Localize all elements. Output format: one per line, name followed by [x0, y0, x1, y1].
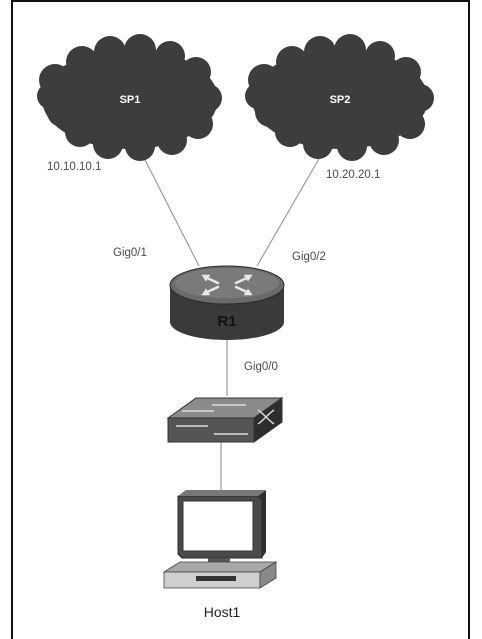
switch-arrows-icon [176, 404, 275, 435]
interface-gig0-2-label: Gig0/2 [292, 251, 326, 263]
sp2-label: SP2 [330, 94, 351, 106]
host-label: Host1 [204, 604, 241, 620]
router-arrows-icon [201, 274, 253, 296]
link-r1-sp1 [139, 149, 200, 267]
cloud-sp2: SP2 [245, 34, 434, 161]
router-r1: R1 [169, 265, 285, 340]
switch-device [166, 397, 284, 443]
cloud-sp1: SP1 [37, 34, 222, 161]
sp2-ip-label: 10.20.20.1 [326, 169, 380, 181]
sp1-label: SP1 [120, 94, 141, 106]
host-pc-icon [162, 490, 278, 589]
interface-gig0-0-label: Gig0/0 [244, 361, 278, 373]
router-label: R1 [217, 313, 236, 330]
link-r1-sp2 [256, 149, 325, 267]
links [139, 149, 325, 496]
interface-gig0-1-label: Gig0/1 [113, 247, 147, 259]
sp1-ip-label: 10.10.10.1 [47, 161, 101, 173]
